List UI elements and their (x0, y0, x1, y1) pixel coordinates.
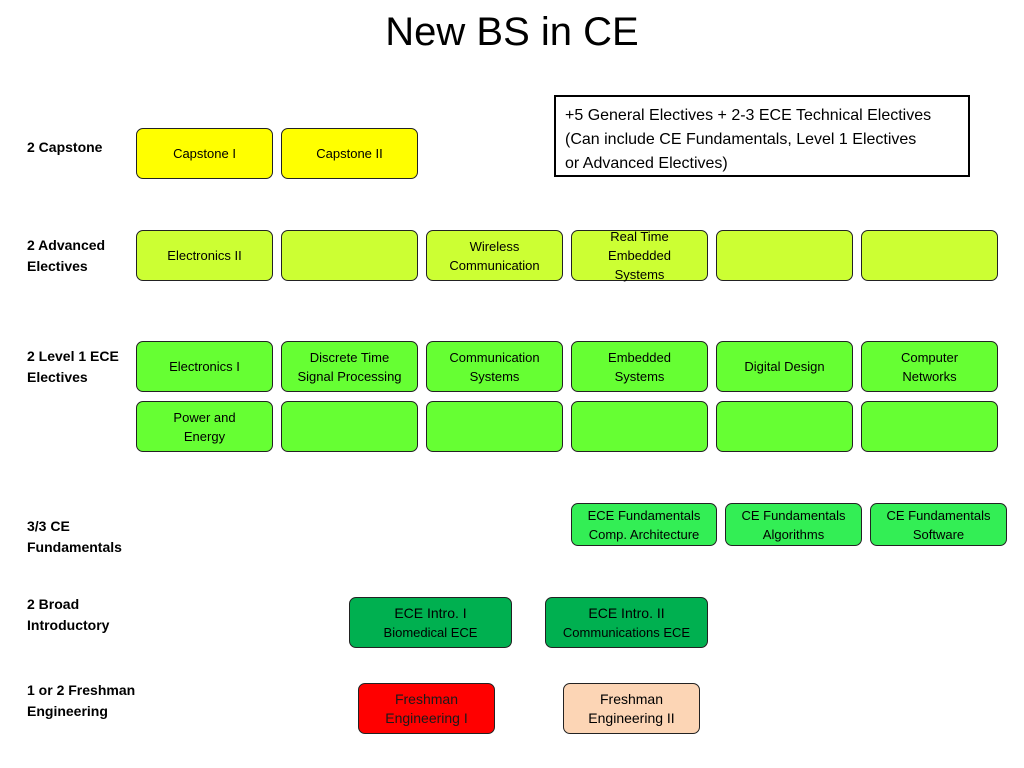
course-level1-5[interactable]: Digital Design (716, 341, 853, 392)
electives-note: +5 General Electives + 2-3 ECE Technical… (554, 95, 970, 177)
row-label-broad-introductory: 2 Broad Introductory (27, 596, 110, 633)
course-advanced-empty-3[interactable] (861, 230, 998, 281)
course-level1-4[interactable]: Embedded Systems (571, 341, 708, 392)
course-level1-empty-2[interactable] (426, 401, 563, 452)
course-advanced-3[interactable]: Wireless Communication (426, 230, 563, 281)
row-label-capstone: 2 Capstone (27, 139, 103, 155)
course-capstone-2[interactable]: Capstone II (281, 128, 418, 179)
row-label-freshman-engineering: 1 or 2 Freshman Engineering (27, 682, 136, 719)
course-advanced-4[interactable]: Real Time Embedded Systems (571, 229, 708, 282)
course-level1-empty-5[interactable] (861, 401, 998, 452)
course-advanced-1[interactable]: Electronics II (136, 230, 273, 281)
course-ece-intro-1[interactable]: ECE Intro. I Biomedical ECE (349, 597, 512, 648)
row-label-ce-fundamentals: 3/3 CE Fundamentals (27, 518, 122, 555)
course-level1-6[interactable]: Computer Networks (861, 341, 998, 392)
course-capstone-1[interactable]: Capstone I (136, 128, 273, 179)
course-fundamentals-software[interactable]: CE Fundamentals Software (870, 503, 1007, 546)
course-fundamentals-architecture[interactable]: ECE Fundamentals Comp. Architecture (571, 503, 717, 546)
course-ece-intro-1-title: ECE Intro. I (394, 604, 467, 621)
row-label-level1-electives: 2 Level 1 ECE Electives (27, 348, 119, 385)
course-level1-2[interactable]: Discrete Time Signal Processing (281, 341, 418, 392)
course-advanced-empty-2[interactable] (716, 230, 853, 281)
row-label-advanced-electives: 2 Advanced Electives (27, 237, 106, 274)
course-level1-3[interactable]: Communication Systems (426, 341, 563, 392)
course-ece-intro-1-subtitle: Biomedical ECE (383, 624, 478, 640)
course-level1-7[interactable]: Power and Energy (136, 401, 273, 452)
course-level1-empty-1[interactable] (281, 401, 418, 452)
course-ece-intro-2-subtitle: Communications ECE (562, 624, 691, 640)
course-level1-empty-3[interactable] (571, 401, 708, 452)
course-level1-empty-4[interactable] (716, 401, 853, 452)
course-freshman-engineering-2[interactable]: Freshman Engineering II (563, 683, 700, 734)
page-title: New BS in CE (385, 10, 639, 54)
course-fundamentals-algorithms[interactable]: CE Fundamentals Algorithms (725, 503, 862, 546)
course-ece-intro-2[interactable]: ECE Intro. II Communications ECE (545, 597, 708, 648)
course-freshman-engineering-1[interactable]: Freshman Engineering I (358, 683, 495, 734)
course-level1-1[interactable]: Electronics I (136, 341, 273, 392)
course-ece-intro-2-title: ECE Intro. II (588, 604, 665, 621)
course-advanced-empty-1[interactable] (281, 230, 418, 281)
